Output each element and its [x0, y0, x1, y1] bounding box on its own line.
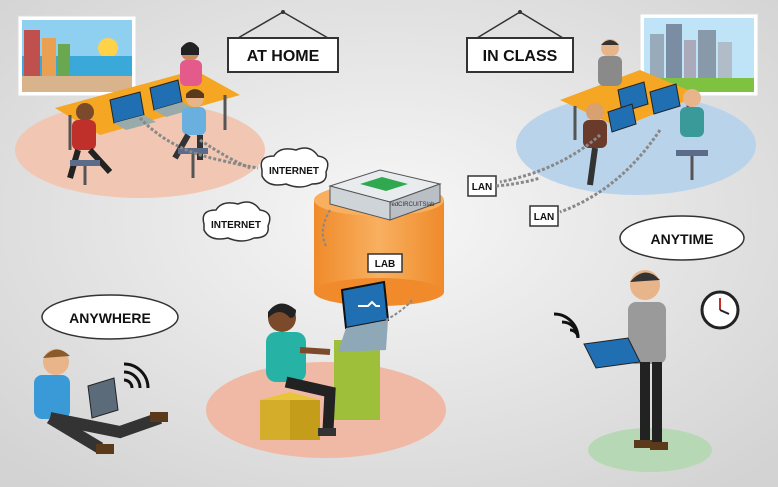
lab-cable [321, 209, 331, 247]
teacher-scene [583, 270, 712, 472]
at-home-sign: AT HOME [227, 10, 339, 73]
lan-label-1: LAN [472, 182, 493, 193]
clock-icon [700, 290, 740, 330]
internet-cloud-1: INTERNET [260, 147, 329, 188]
in-class-label: IN CLASS [483, 48, 558, 65]
lab-tag [367, 253, 403, 273]
anywhere-person [34, 349, 168, 454]
lan-cable-join [495, 176, 541, 188]
internet-cloud-2: INTERNET [202, 201, 271, 242]
home-laptop-2 [149, 79, 194, 117]
home-table [55, 70, 240, 135]
anywhere-tablet [87, 377, 119, 419]
home-cable-2 [199, 138, 251, 170]
center-student [266, 303, 336, 436]
lan-tag-2: LAN [529, 205, 559, 227]
lab-label: LAB [375, 259, 396, 270]
class-laptop-3 [607, 103, 637, 133]
class-student-right [676, 89, 708, 180]
class-cable-2 [559, 129, 662, 214]
class-window-picture [639, 13, 759, 97]
internet-label-1: INTERNET [269, 166, 319, 177]
home-laptop-1 [109, 91, 156, 130]
at-home-label: AT HOME [247, 48, 320, 65]
anytime-bubble: ANYTIME [619, 215, 745, 261]
wifi-icon-right [553, 312, 580, 339]
home-window-picture [17, 15, 137, 97]
center-cable [385, 299, 413, 321]
center-scene [206, 280, 446, 458]
class-scene [499, 13, 759, 214]
home-person-left [67, 103, 113, 185]
in-class-sign: IN CLASS [466, 10, 574, 73]
class-teacher [598, 39, 622, 86]
center-laptop [338, 280, 390, 352]
anywhere-bubble: ANYWHERE [41, 294, 179, 340]
class-cable-1 [499, 133, 601, 184]
class-student-left [583, 103, 607, 186]
lan-label-2: LAN [534, 212, 555, 223]
class-laptop-1 [617, 81, 649, 113]
teacher-tablet [583, 337, 641, 369]
internet-label-2: INTERNET [211, 220, 261, 231]
home-scene [15, 15, 265, 198]
wifi-icon-left [123, 362, 150, 389]
anywhere-label: ANYWHERE [69, 310, 151, 326]
home-person-woman [180, 42, 202, 86]
class-laptop-2 [649, 83, 681, 115]
lab-device: redCIRCUITSlab [328, 169, 442, 221]
anytime-label: ANYTIME [651, 231, 714, 247]
center-desk-block [334, 340, 380, 420]
lan-tag-1: LAN [467, 175, 497, 197]
device-name: redCIRCUITSlab [389, 202, 435, 208]
